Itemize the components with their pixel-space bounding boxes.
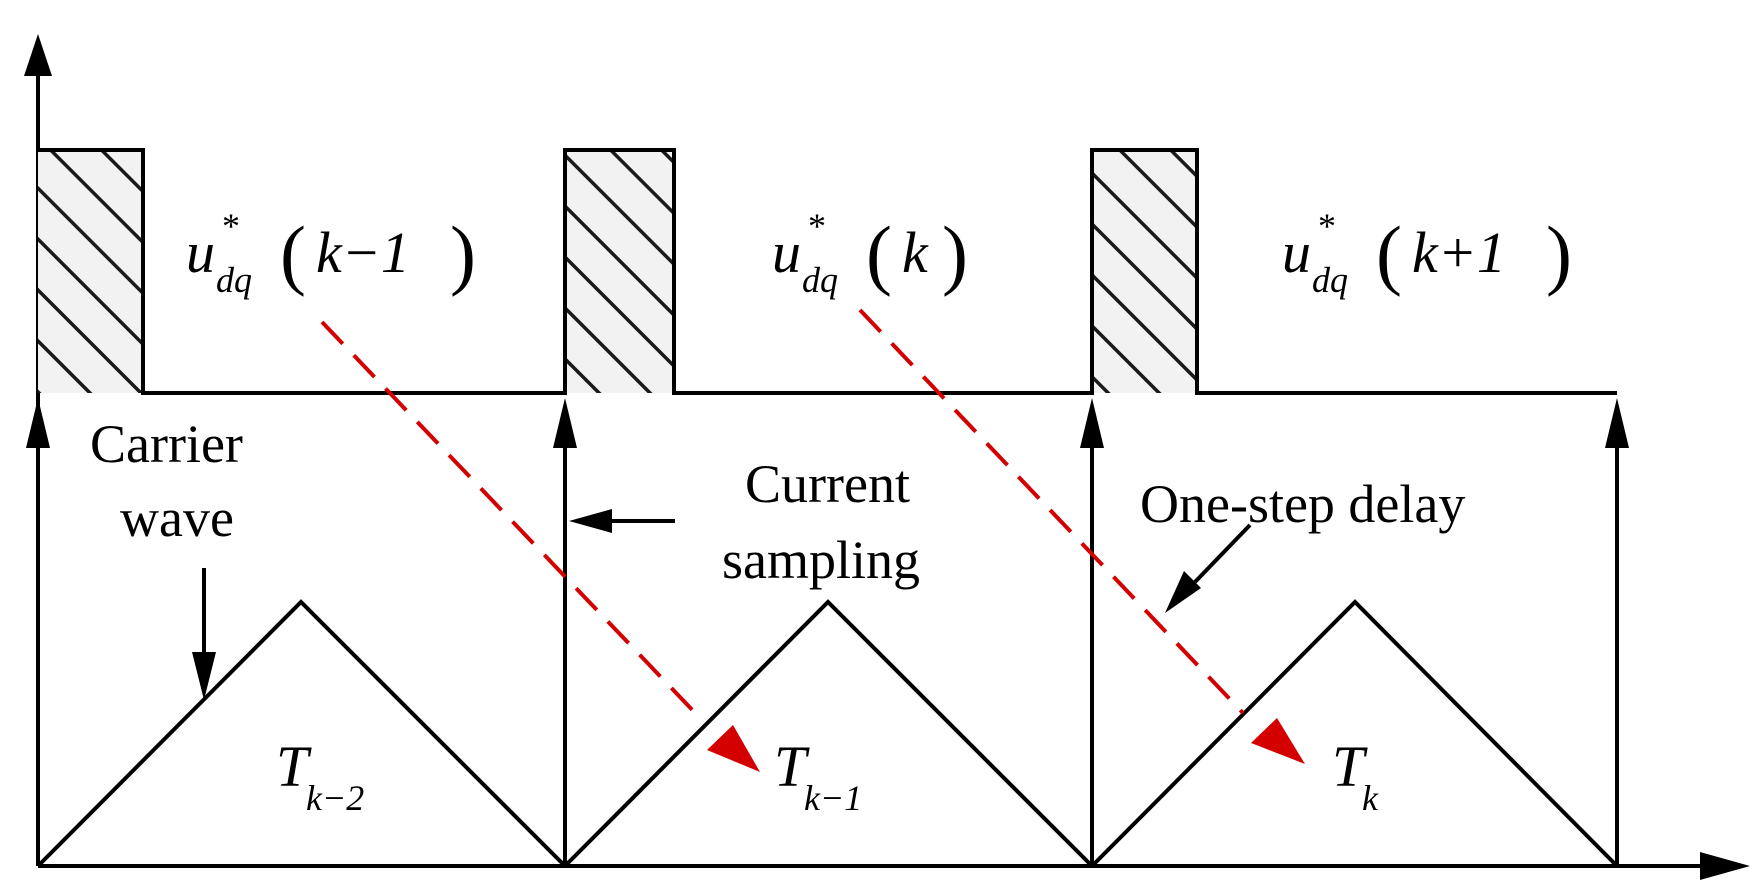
svg-text:dq: dq [802,260,838,300]
svg-text:(: ( [1376,210,1402,297]
pwm-pulse-outline [38,148,1617,395]
svg-text:(: ( [280,210,306,297]
delay-arrows [320,308,1305,772]
y-axis-arrowhead [24,34,52,76]
svg-text:*: * [1318,206,1336,246]
period-labels: T k−2 T k−1 T k [276,734,1379,818]
carrier-triangle-3 [1090,599,1619,868]
voltage-reference-labels: u * dq ( k−1 ) u * dq ( k ) u * dq ( k+1… [186,206,1572,300]
svg-text:k: k [1362,778,1379,818]
svg-text:k: k [902,220,929,285]
svg-text:): ) [942,210,968,297]
pwm-pulse-hatched-3 [1092,150,1197,393]
period-label-k-minus-2: T k−2 [276,734,364,818]
svg-text:T: T [774,734,810,799]
annotation-arrows [192,509,1252,700]
voltage-ref-k: u * dq ( k ) [772,206,968,300]
svg-text:): ) [450,210,476,297]
svg-text:(: ( [866,210,892,297]
svg-text:k−1: k−1 [804,778,862,818]
current-sampling-label-line1: Current [745,454,910,514]
carrier-wave-label-line2: wave [120,488,234,548]
delay-arrow-line-2 [858,308,1245,715]
svg-text:u: u [1282,220,1311,285]
one-step-delay-pointer-line [1193,523,1252,584]
one-step-delay-label: One-step delay [1140,474,1465,534]
sampling-arrowhead-1 [553,398,577,448]
pwm-pulse-hatched-2 [565,150,674,393]
sampling-arrowhead-2 [1080,398,1104,448]
svg-text:*: * [808,206,826,246]
period-label-k-minus-1: T k−1 [774,734,862,818]
voltage-ref-k-minus-1: u * dq ( k−1 ) [186,206,476,300]
carrier-wave-label-line1: Carrier [90,414,243,474]
carrier-wave-pointer-head [192,652,216,700]
svg-text:T: T [1332,734,1368,799]
x-axis-arrowhead [1700,852,1750,880]
sampling-arrowhead-0 [26,398,50,448]
svg-text:u: u [186,220,215,285]
svg-text:k+1: k+1 [1412,220,1506,285]
period-label-k: T k [1332,734,1379,818]
pwm-pulse-waveform [38,148,1617,395]
svg-text:k−1: k−1 [316,220,410,285]
sampling-instants [26,398,1629,866]
delay-arrowhead-1 [707,725,760,772]
pwm-pulse-hatched-1 [38,150,143,393]
carrier-triangle-2 [563,599,1094,868]
svg-text:dq: dq [216,260,252,300]
carrier-triangle-1 [36,599,567,868]
svg-text:dq: dq [1312,260,1348,300]
voltage-ref-k-plus-1: u * dq ( k+1 ) [1282,206,1572,300]
svg-text:T: T [276,734,312,799]
svg-text:*: * [222,206,240,246]
text-labels: Carrier wave Current sampling One-step d… [90,414,1465,590]
current-sampling-pointer-head [569,509,612,533]
one-step-delay-pointer-head [1165,571,1201,613]
current-sampling-label-line2: sampling [722,530,920,590]
sampling-arrowhead-3 [1605,398,1629,448]
svg-text:): ) [1546,210,1572,297]
svg-text:k−2: k−2 [306,778,364,818]
delay-arrowhead-2 [1251,718,1305,764]
carrier-waveform [36,599,1619,868]
svg-text:u: u [772,220,801,285]
